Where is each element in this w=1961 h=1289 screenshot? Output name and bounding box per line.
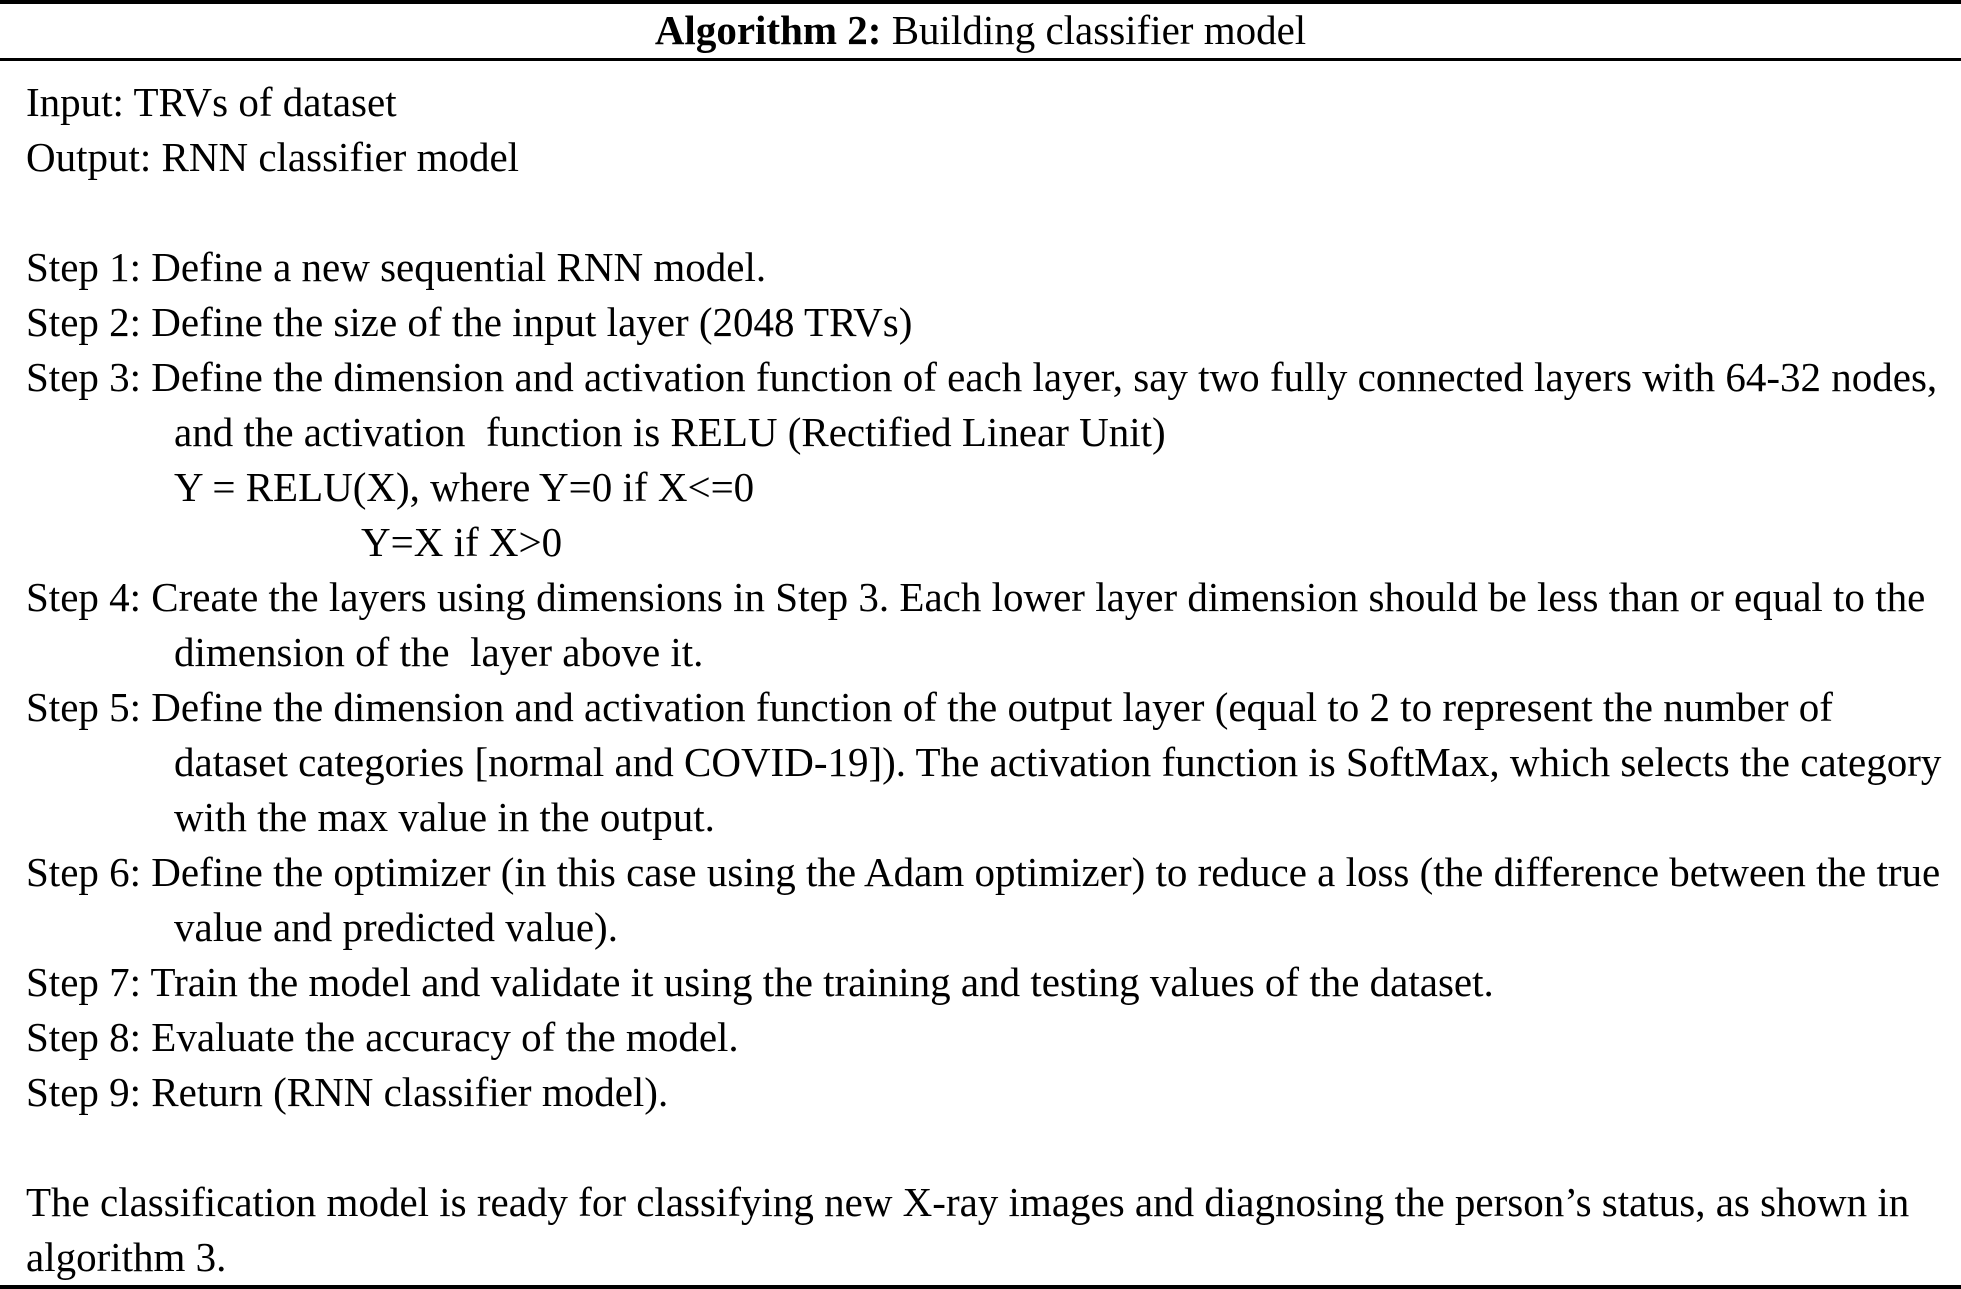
top-rule <box>0 0 1961 4</box>
step-9-line: Step 9: Return (RNN classifier model). <box>26 1069 669 1115</box>
step-4-line: Step 4: Create the layers using dimensio… <box>26 574 1936 675</box>
output-line: Output: RNN classifier model <box>26 134 520 180</box>
step-2-line: Step 2: Define the size of the input lay… <box>26 299 913 345</box>
caption-rule <box>0 58 1961 61</box>
algorithm-caption-label: Algorithm 2: <box>654 7 882 53</box>
step-6-line: Step 6: Define the optimizer (in this ca… <box>26 849 1951 950</box>
input-line: Input: TRVs of dataset <box>26 79 397 125</box>
closing-paragraph: The classification model is ready for cl… <box>26 1179 1920 1280</box>
spacer-before-closing <box>26 1120 1947 1175</box>
algorithm-caption-title: Building classifier model <box>891 7 1307 53</box>
algorithm-body: Input: TRVs of dataset Output: RNN class… <box>0 61 1961 1285</box>
step-7-line: Step 7: Train the model and validate it … <box>26 959 1494 1005</box>
bottom-rule <box>0 1285 1961 1289</box>
step-5-line: Step 5: Define the dimension and activat… <box>26 684 1952 840</box>
relu-definition-line: Y = RELU(X), where Y=0 if X<=0 <box>174 464 755 510</box>
step-8-line: Step 8: Evaluate the accuracy of the mod… <box>26 1014 739 1060</box>
relu-positive-line: Y=X if X>0 <box>361 519 563 565</box>
algorithm-caption: Algorithm 2: Building classifier model <box>0 4 1961 58</box>
spacer-after-header <box>26 185 1947 240</box>
step-3-line: Step 3: Define the dimension and activat… <box>26 354 1948 455</box>
step-1-line: Step 1: Define a new sequential RNN mode… <box>26 244 767 290</box>
